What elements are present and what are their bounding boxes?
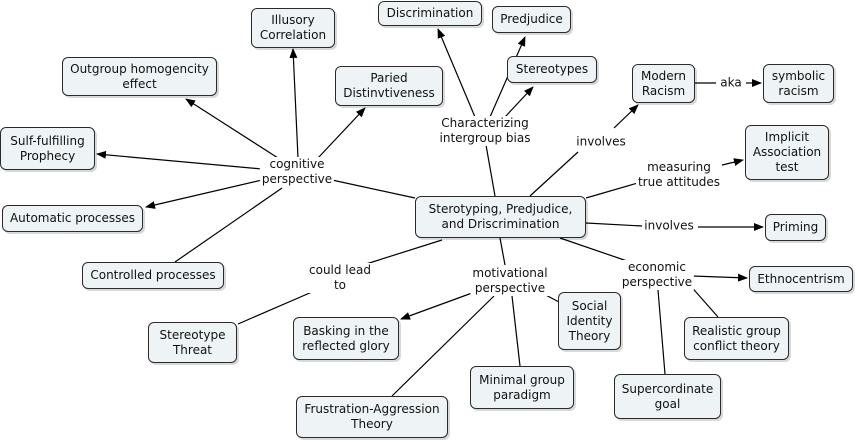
node-social-identity-theory[interactable]: Social Identity Theory: [558, 292, 621, 350]
link-involves-modern: [613, 104, 639, 129]
node-outgroup-homogencity[interactable]: Outgroup homogencity effect: [62, 57, 217, 96]
label-cognitive-perspective: cognitive perspective: [259, 157, 335, 187]
node-implicit-association-test[interactable]: Implicit Association test: [745, 125, 829, 180]
node-modern-racism[interactable]: Modern Racism: [632, 64, 695, 103]
label-involves-top: involves: [574, 134, 628, 150]
node-sulf-fulfilling-prophecy[interactable]: Sulf-fulfilling Prophecy: [0, 127, 95, 170]
link-economic-supercordinate: [657, 289, 666, 375]
link-characterizing-discrimination: [437, 28, 476, 118]
label-involves-right: involves: [642, 218, 696, 234]
node-center[interactable]: Sterotyping, Predjudice, and Driscrimina…: [415, 196, 586, 238]
label-characterizing-intergroup-bias: Characterizing intergroup bias: [437, 116, 533, 146]
link-motivational-minimal: [511, 295, 521, 367]
link-center-economic: [559, 237, 631, 263]
node-basking-reflected-glory[interactable]: Basking in the reflected glory: [293, 317, 399, 360]
node-frustration-aggression[interactable]: Frustration-Aggression Theory: [296, 396, 448, 438]
link-cognitive-automatic: [145, 179, 263, 209]
node-realistic-group-conflict[interactable]: Realistic group conflict theory: [684, 317, 789, 360]
node-paried-distinvtiveness[interactable]: Paried Distinvtiveness: [335, 66, 443, 106]
link-center-cognitive: [331, 179, 416, 199]
node-controlled-processes[interactable]: Controlled processes: [82, 262, 224, 289]
link-economic-ethnocentrism: [691, 273, 748, 282]
link-characterizing-stereotypes: [504, 86, 534, 118]
link-center-characterizing: [485, 144, 496, 197]
label-economic-perspective: economic perspective: [619, 260, 695, 290]
label-motivational-perspective: motivational perspective: [470, 266, 550, 296]
node-minimal-group-paradigm[interactable]: Minimal group paradigm: [470, 366, 574, 409]
link-measuring-implicit: [717, 158, 744, 167]
link-cognitive-paried: [317, 107, 366, 159]
node-automatic-processes[interactable]: Automatic processes: [2, 205, 143, 232]
link-cognitive-outgroup: [185, 98, 279, 159]
node-ethnocentrism[interactable]: Ethnocentrism: [749, 266, 853, 292]
link-couldlead-threat: [237, 291, 313, 325]
node-symbolic-racism[interactable]: symbolic racism: [763, 64, 834, 103]
link-motivational-frustration: [391, 295, 495, 397]
link-cognitive-sulf: [96, 150, 263, 170]
label-could-lead-to: could lead to: [307, 263, 373, 293]
link-center-couldlead: [365, 239, 443, 265]
link-center-involves-right: [585, 222, 643, 227]
node-stereotypes[interactable]: Stereotypes: [507, 56, 597, 83]
link-cognitive-controlled: [174, 187, 283, 263]
node-illusory-correlation[interactable]: Illusory Correlation: [251, 8, 335, 48]
link-center-involves-top: [529, 151, 579, 197]
link-cognitive-illusory: [289, 48, 299, 159]
label-measuring-true-attitudes: measuring true attitudes: [635, 160, 723, 190]
link-center-motivational: [499, 237, 506, 266]
node-discrimination[interactable]: Discrimination: [378, 1, 482, 26]
node-priming[interactable]: Priming: [765, 214, 826, 241]
node-predjudice[interactable]: Predjudice: [492, 6, 571, 33]
node-stereotype-threat[interactable]: Stereotype Threat: [148, 322, 237, 363]
node-supercordinate-goal[interactable]: Supercordinate goal: [614, 374, 721, 419]
link-motivational-basking: [400, 292, 473, 320]
label-aka: aka: [718, 75, 744, 91]
